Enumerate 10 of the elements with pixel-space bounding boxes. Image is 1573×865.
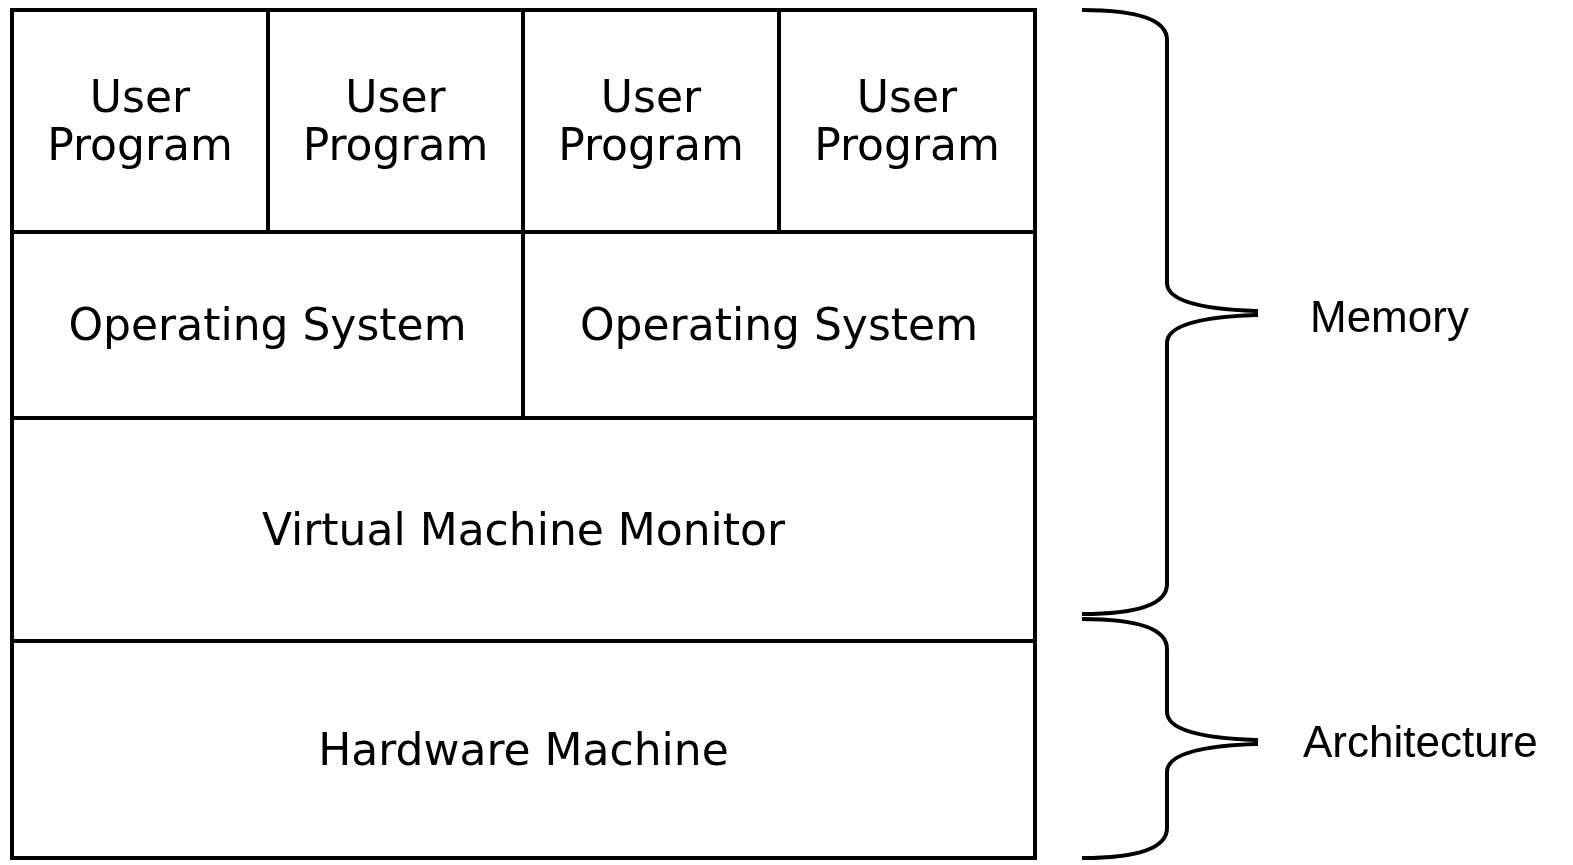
- layer-label: Operating System: [579, 301, 978, 349]
- brace-label: Architecture: [1303, 717, 1538, 767]
- layer-label: User Program: [557, 73, 745, 169]
- brace-label: Memory: [1310, 292, 1469, 342]
- layer-label: Virtual Machine Monitor: [261, 505, 786, 554]
- layer-label: Hardware Machine: [318, 725, 729, 774]
- layer-label: User Program: [46, 73, 234, 169]
- layer-label: Operating System: [68, 301, 467, 349]
- layer-label: User Program: [301, 73, 490, 169]
- layer-label: User Program: [813, 73, 1001, 169]
